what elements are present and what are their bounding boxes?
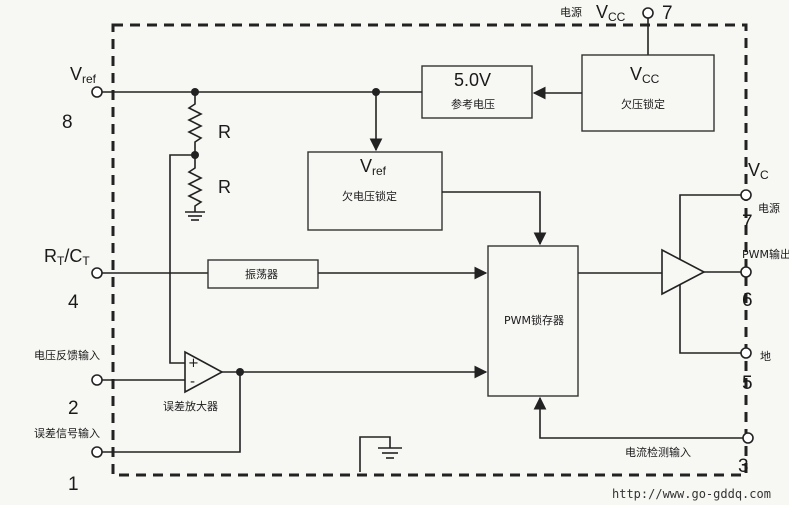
resistor-r1-label: R (218, 122, 231, 142)
reference-voltage-value: 5.0V (454, 70, 491, 90)
vcc-uvlo-label: 欠压锁定 (621, 97, 665, 111)
output-driver (661, 248, 706, 296)
feedback-pin-cn: 电压反馈输入 (34, 348, 100, 362)
vref-uvlo-title: Vref (360, 156, 387, 178)
oscillator-label: 振荡器 (245, 267, 278, 281)
vref-pin-terminal (91, 86, 103, 98)
output-pin-cn: PWM输出 (742, 247, 789, 261)
rtct-pin-number: 4 (68, 292, 79, 313)
comp-pin-terminal (91, 446, 103, 458)
ground-pin-terminal (740, 347, 752, 359)
resistor-divider (185, 92, 205, 221)
comp-pin-number: 1 (68, 474, 79, 495)
pwm-latch-block (487, 245, 579, 397)
ground-icon (359, 436, 402, 472)
ground-pin-number: 5 (742, 373, 753, 394)
reference-voltage-label: 参考电压 (451, 97, 495, 111)
oscillator-block (207, 259, 319, 289)
vcc-pin-terminal (642, 7, 654, 19)
vcc-uvlo-block (581, 54, 715, 132)
vcc-uvlo-title: VCC (630, 64, 660, 86)
vc-pin-number: 7 (742, 212, 753, 233)
output-pin-terminal (740, 266, 752, 278)
vref-uvlo-block (307, 151, 443, 231)
erramp-plus-label: + (188, 356, 199, 371)
vcc-cn-label: 电源 (560, 5, 582, 19)
rtct-pin-terminal (91, 267, 103, 279)
resistor-r2-label: R (218, 177, 231, 197)
comp-pin-cn: 误差信号输入 (34, 426, 100, 440)
source-url: http://www.go-gddq.com (612, 487, 771, 501)
ground-pin-cn: 地 (760, 350, 771, 363)
feedback-pin-terminal (91, 374, 103, 386)
vc-pin-cn: 电源 (758, 201, 780, 215)
vcc-pin-number: 7 (662, 3, 673, 24)
vcc-pin-name: VCC (596, 2, 626, 24)
vref-uvlo-label: 欠电压锁定 (342, 189, 397, 203)
isense-pin-cn: 电流检测输入 (625, 445, 691, 459)
reference-5v-block (421, 65, 533, 119)
vref-pin-number: 8 (62, 112, 73, 133)
vc-pin-terminal (740, 189, 752, 201)
pwm-latch-label: PWM锁存器 (504, 313, 564, 327)
isense-pin-terminal (742, 432, 754, 444)
vc-pin-name: VC (748, 160, 769, 182)
erramp-minus-label: - (190, 374, 195, 390)
error-amplifier-label: 误差放大器 (163, 399, 218, 413)
isense-pin-number: 3 (738, 456, 749, 477)
rtct-pin-name: RT/CT (44, 246, 90, 268)
chip-boundary (111, 23, 748, 477)
vref-pin-name: Vref (70, 64, 97, 86)
error-amplifier (184, 350, 224, 394)
feedback-pin-number: 2 (68, 398, 79, 419)
output-pin-number: 6 (742, 290, 753, 311)
